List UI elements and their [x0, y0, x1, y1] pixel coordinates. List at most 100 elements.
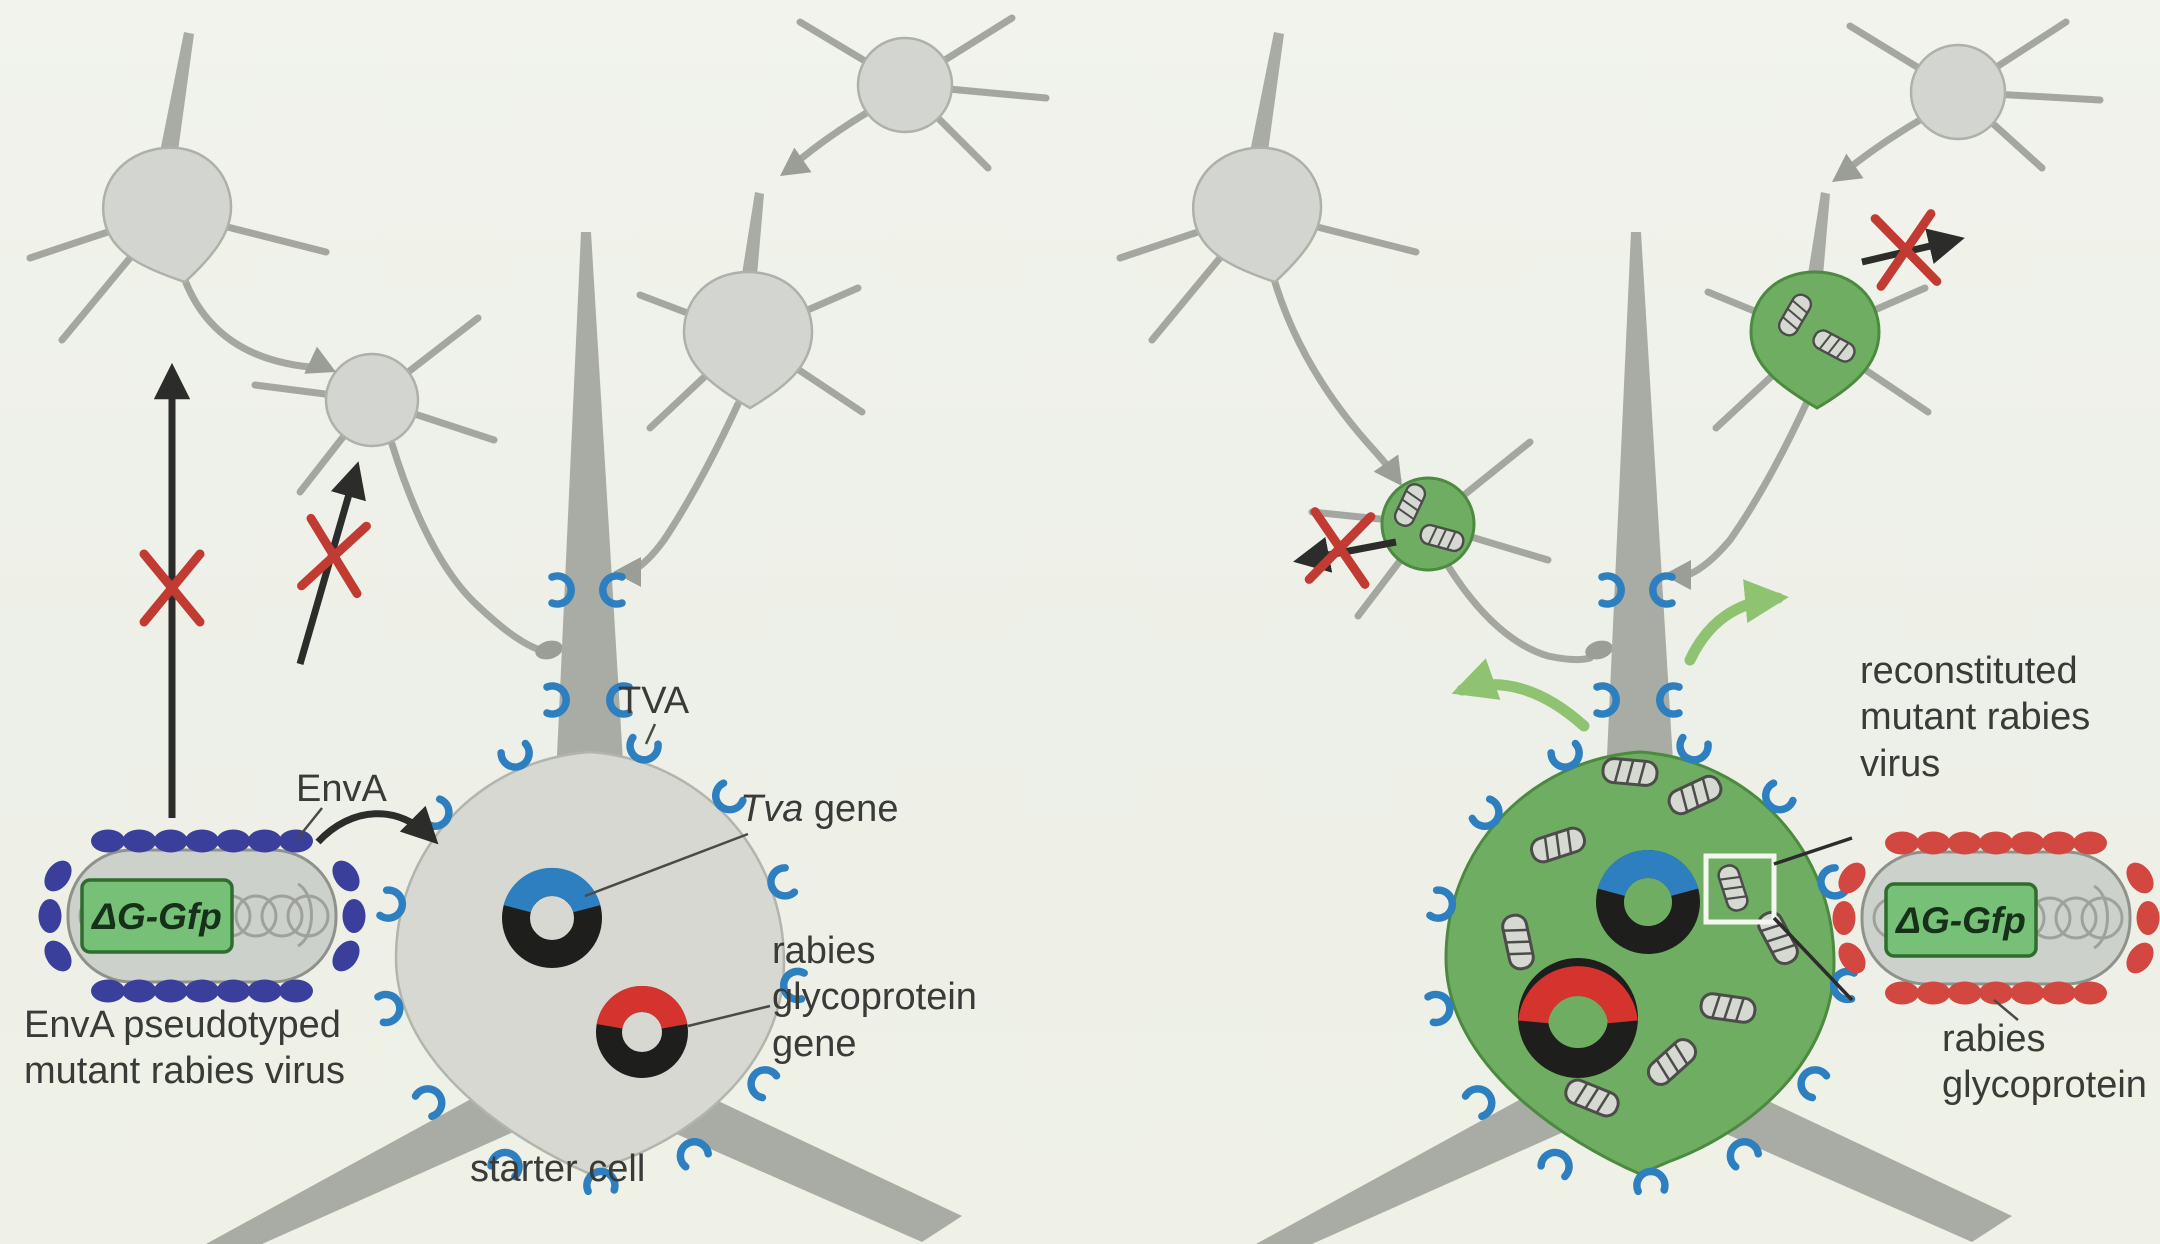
tva-receptor-icon: [675, 1137, 709, 1168]
rna-coil-loop: [260, 894, 304, 938]
enva-pseudotyped-virus-label: EnvA pseudotyped mutant rabies virus: [24, 1004, 346, 1093]
glycoprotein-gene-plasmid: [1518, 958, 1638, 1078]
tva-receptor-icon: [1636, 1171, 1665, 1192]
tva-receptor-icon: [1660, 686, 1679, 714]
virus-envelope-protein: [2073, 981, 2107, 1005]
uninfected-neuron-top-left-r: [1116, 32, 1420, 484]
rabies-glycoprotein-envelope: [1832, 831, 2160, 1005]
magnifier-box: [1703, 853, 1777, 925]
glycoprotein-gene-pointer-line: [687, 1004, 771, 1028]
tva-receptor-icon: [1540, 1148, 1573, 1177]
virus-envelope-protein: [332, 860, 360, 892]
axon: [178, 268, 326, 372]
tva-receptor-icon: [746, 1065, 777, 1099]
virus-envelope-protein: [91, 829, 125, 853]
cross-icon: [302, 518, 367, 593]
tva-gene-plasmid: [502, 868, 602, 968]
virus-envelope-protein: [279, 979, 313, 1003]
enva-pointer-line: [297, 807, 323, 839]
virus-envelope-protein: [91, 979, 125, 1003]
tva-gene-rest: gene: [803, 788, 899, 830]
enva-pseudotyped-virus-particle: ΔG-Gfp: [38, 829, 366, 1003]
infected-neuron-mid-right-r: [1686, 192, 1932, 578]
virus-construct-label: ΔG-Gfp: [1894, 900, 2026, 941]
glycoprotein-gene-plasmid: [596, 986, 688, 1078]
uninfected-neuron-mid-left: [251, 314, 544, 654]
uninfected-neuron-top-left: [26, 32, 330, 372]
apical-dendrite: [1248, 32, 1284, 166]
virus-envelope-protein: [1979, 981, 2013, 1005]
glycoprotein-pointer-line: [1993, 999, 2019, 1021]
virus-envelope-protein: [185, 829, 219, 853]
starter-cell-right: [1256, 232, 2012, 1244]
retrograde-spread-arrow: [1451, 658, 1590, 732]
virus-envelope-protein: [1838, 942, 1866, 974]
rabies-glycoprotein-gene-label: rabies glycoprotein gene: [772, 930, 977, 1065]
tva-receptor-icon: [1465, 1083, 1498, 1117]
virus-envelope-protein: [2136, 901, 2160, 935]
rabies-virus-particle: [1600, 756, 1660, 788]
infection-arrow: [315, 805, 439, 845]
axon: [630, 400, 742, 574]
virus-envelope-protein: [247, 829, 282, 853]
virus-envelope-protein: [122, 829, 157, 853]
callout-line: [1773, 836, 1853, 866]
virus-envelope-protein: [2010, 981, 2045, 1005]
virus-envelope-protein: [2073, 831, 2107, 855]
uninfected-neuron-top-right-r: [1838, 18, 2104, 178]
virus-rna-coil-end: [297, 882, 313, 948]
virus-envelope-protein: [2041, 831, 2076, 855]
neuron-soma: [1909, 43, 2007, 141]
tva-gene-label: Tva gene: [740, 786, 898, 832]
virus-envelope-protein: [279, 829, 313, 853]
virus-envelope-protein: [2041, 981, 2076, 1005]
virus-envelope-protein: [44, 940, 72, 972]
virus-envelope-protein: [2010, 831, 2045, 855]
virus-envelope-protein: [1832, 901, 1856, 935]
virus-envelope-protein: [153, 829, 188, 853]
uninfected-neuron-top-middle: [786, 14, 1050, 172]
apical-dendrite: [158, 32, 194, 166]
axon: [1268, 268, 1402, 484]
virus-envelope-protein: [216, 829, 251, 853]
virus-envelope-protein: [122, 979, 157, 1003]
virus-envelope-protein: [1838, 862, 1866, 894]
tva-receptor-icon: [552, 576, 571, 604]
virus-envelope-protein: [153, 979, 188, 1003]
virus-envelope-protein: [38, 899, 62, 933]
virus-envelope-protein: [247, 979, 282, 1003]
synaptic-bouton: [613, 557, 641, 587]
tva-gene-plasmid: [1596, 850, 1700, 954]
rna-coil-loop: [2054, 896, 2098, 940]
neuron-soma: [324, 352, 420, 448]
rabies-glycoprotein-label: rabies glycoprotein: [1942, 1018, 2147, 1107]
tva-receptor-icon: [547, 686, 566, 714]
gfp-cassette: [1884, 882, 2038, 958]
synaptic-bouton: [535, 640, 563, 660]
reconstituted-virus-particle: ΔG-Gfp: [1832, 831, 2160, 1005]
virus-envelope-protein: [1947, 981, 1982, 1005]
axon: [388, 440, 544, 654]
enva-envelope-proteins: [38, 829, 366, 1003]
virus-envelope-protein: [1947, 831, 1982, 855]
tva-receptor-icon: [1796, 1065, 1827, 1099]
infected-neuron-soma: [1380, 476, 1476, 572]
gfp-cassette: [80, 878, 234, 954]
tva-receptor-icon: [1597, 686, 1616, 714]
tva-receptor-icon: [1428, 992, 1453, 1023]
tva-label: TVA: [618, 680, 690, 722]
neuron-soma: [682, 270, 814, 410]
virus-envelope-protein: [2126, 942, 2154, 974]
apical-dendrite: [742, 192, 764, 276]
blocked-spread-arrow: [1293, 536, 1397, 573]
reconstituted-virus-label: reconstituted mutant rabies virus: [1860, 650, 2091, 785]
enva-label: EnvA: [296, 768, 387, 810]
rna-coil-loop: [234, 894, 278, 938]
tva-gene-italic: Tva: [740, 788, 804, 830]
virus-envelope-protein: [2126, 862, 2154, 894]
virus-envelope-protein: [1885, 831, 1919, 855]
virus-envelope-protein: [44, 860, 72, 892]
tva-pointer-line: [644, 723, 657, 745]
